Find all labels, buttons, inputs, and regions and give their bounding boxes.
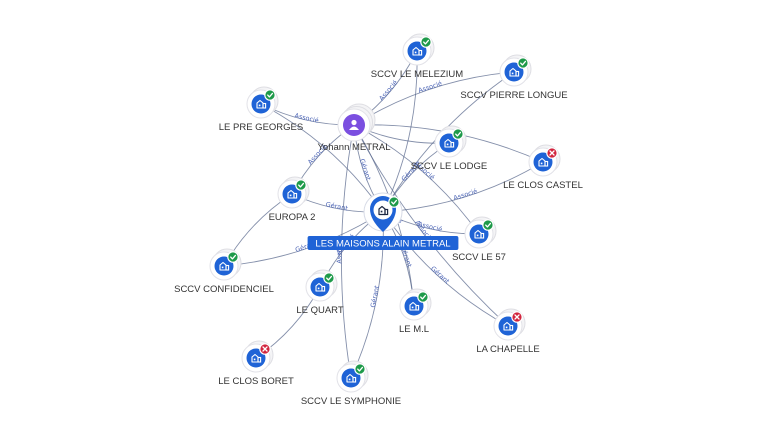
company-node-europa-2[interactable]: EUROPA 2 (269, 176, 316, 223)
active-status-icon (295, 179, 307, 191)
active-status-icon (264, 89, 276, 101)
edge-center-chapelle (382, 211, 509, 327)
node-label: LE CLOS BORET (218, 376, 294, 387)
edge-center-castel (382, 161, 544, 213)
company-node-le-pre-georges[interactable]: LE PRE GEORGES (219, 86, 303, 133)
building-icon (538, 157, 549, 167)
building-icon (251, 353, 262, 363)
company-node-le-clos-castel[interactable]: LE CLOS CASTEL (503, 144, 583, 191)
node-label: SCCV LE MELEZIUM (371, 69, 463, 80)
company-node-sccv-le-symphonie[interactable]: SCCV LE SYMPHONIE (301, 360, 401, 407)
edge-person-le57 (353, 124, 480, 235)
building-icon (378, 205, 389, 216)
nodes-layer: SCCV LE MELEZIUM SCCV PIERRE LONGUE LE PRE… (174, 33, 583, 407)
company-node-sccv-le-lodge[interactable]: SCCV LE LODGE (411, 125, 488, 172)
company-node-sccv-le-57[interactable]: SCCV LE 57 (452, 216, 506, 263)
edge-center-symphonie (350, 211, 384, 379)
edge-label: Associé (452, 187, 478, 202)
closed-status-icon (259, 343, 271, 355)
closed-status-icon (511, 311, 523, 323)
node-label: SCCV LE SYMPHONIE (301, 396, 401, 407)
active-status-icon (517, 57, 529, 69)
company-node-sccv-le-melezium[interactable]: SCCV LE MELEZIUM (371, 33, 463, 80)
building-icon (412, 46, 423, 56)
edge-person-symphonie (341, 124, 355, 379)
company-node-le-m-l[interactable]: LE M.L (399, 288, 432, 335)
active-status-icon (420, 36, 432, 48)
active-status-icon (388, 196, 400, 208)
edge-label: Gérant (358, 158, 373, 182)
node-label: EUROPA 2 (269, 212, 316, 223)
center-node-label: LES MAISONS ALAIN METRAL (315, 239, 450, 250)
center-node-les-maisons-alain-metral[interactable]: LES MAISONS ALAIN METRAL (307, 192, 459, 250)
building-icon (509, 67, 520, 77)
active-status-icon (227, 251, 239, 263)
node-label: SCCV LE 57 (452, 252, 506, 263)
building-icon (256, 99, 267, 109)
node-label: LE M.L (399, 324, 429, 335)
edge-label: Gérant (369, 284, 381, 308)
building-icon (444, 138, 455, 148)
building-icon (287, 189, 298, 199)
active-status-icon (417, 291, 429, 303)
person-node-yohann-metral[interactable]: Yohann METRAL (317, 103, 391, 153)
company-node-sccv-confidenciel[interactable]: SCCV CONFIDENCIEL (174, 248, 274, 295)
active-status-icon (323, 272, 335, 284)
node-label: SCCV LE LODGE (411, 161, 488, 172)
node-label: LE QUART (296, 305, 344, 316)
node-label: SCCV PIERRE LONGUE (460, 90, 567, 101)
company-node-le-quart[interactable]: LE QUART (296, 269, 344, 316)
edge-label: Associé (417, 79, 443, 94)
edge-label: Gérant (325, 200, 349, 212)
active-status-icon (482, 219, 494, 231)
node-label: Yohann METRAL (317, 142, 390, 153)
building-icon (346, 373, 357, 383)
building-icon (474, 229, 485, 239)
node-label: LE CLOS CASTEL (503, 180, 583, 191)
node-label: SCCV CONFIDENCIEL (174, 284, 274, 295)
edge-center-confidenciel (223, 211, 384, 268)
company-node-le-clos-boret[interactable]: LE CLOS BORET (218, 340, 294, 387)
node-label: LA CHAPELLE (476, 344, 539, 355)
node-label: LE PRE GEORGES (219, 122, 303, 133)
edge-label: Gérant (429, 265, 451, 286)
person-icon (349, 119, 359, 130)
company-node-la-chapelle[interactable]: LA CHAPELLE (476, 308, 540, 355)
building-icon (503, 321, 514, 331)
building-icon (315, 282, 326, 292)
active-status-icon (354, 363, 366, 375)
company-node-sccv-pierre-longue[interactable]: SCCV PIERRE LONGUE (460, 54, 568, 101)
building-icon (219, 261, 230, 271)
closed-status-icon (546, 147, 558, 159)
main-label-background (307, 236, 459, 250)
edge-label: Associé (335, 239, 343, 264)
building-icon (409, 301, 420, 311)
edge-label: Associé (377, 79, 399, 103)
active-status-icon (452, 128, 464, 140)
